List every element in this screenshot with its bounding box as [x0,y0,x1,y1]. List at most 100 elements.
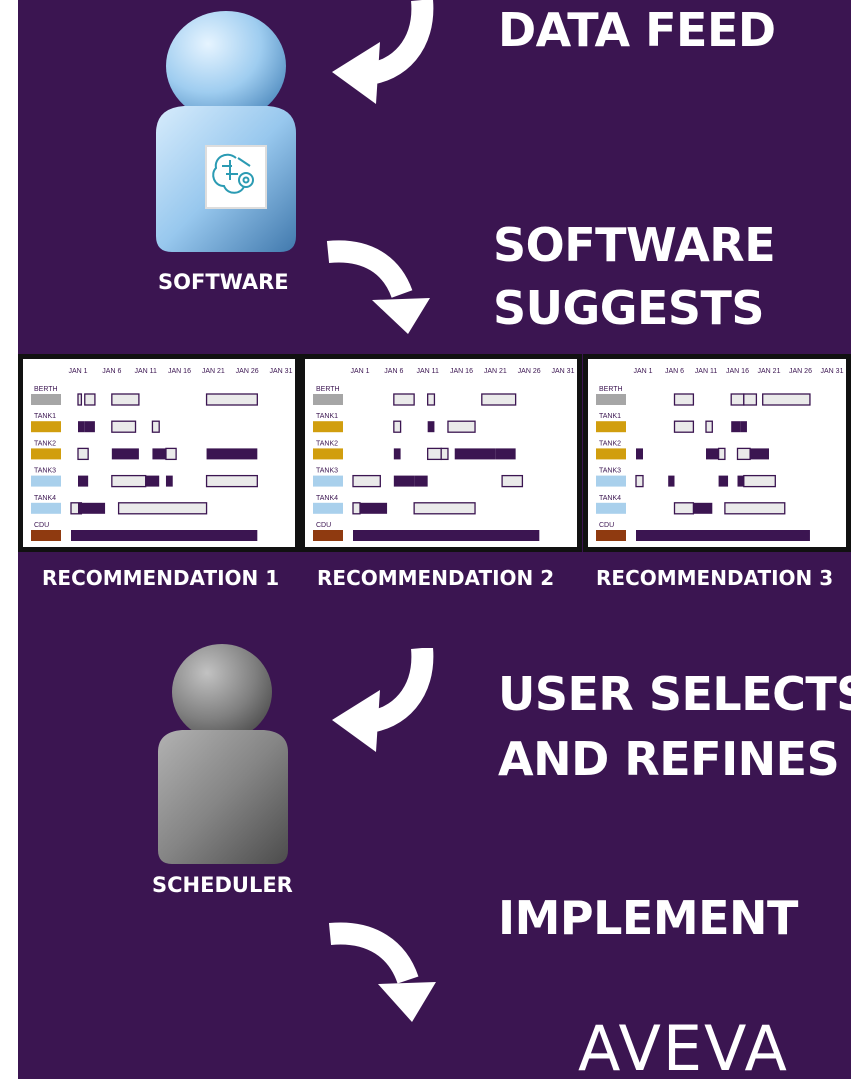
gantt-resource-label: CDU [316,522,331,529]
gantt-resource-swatch [313,530,343,541]
gantt-date-label: JAN 1 [350,368,369,375]
gantt-bar-empty [724,502,786,515]
workflow-canvas: DATA FEED SOFTWA [18,0,851,1079]
gantt-bar-empty [440,447,449,461]
gantt-date-label: JAN 21 [758,368,781,375]
gantt-resource-label: TANK2 [34,440,56,447]
gantt-date-label: JAN 6 [665,368,684,375]
gantt-bar-filled [414,475,428,487]
gantt-resource-swatch [313,502,343,514]
gantt-bar-empty [705,420,713,433]
gantt-date-label: JAN 6 [102,368,121,375]
gantt-bar-empty [111,420,137,433]
gantt-bar-filled [427,421,435,433]
gantt-bar-empty [736,447,751,461]
gantt-bar-empty [481,393,517,406]
gantt-resource-label: TANK1 [316,413,338,420]
arrow-suggest-icon [326,240,430,334]
scheduler-figure-icon [158,644,288,864]
recommendation-label-1: RECOMMENDATION 1 [42,566,280,590]
step-implement: IMPLEMENT [498,891,798,945]
gantt-bar-empty [427,393,436,406]
gantt-bar-empty [151,420,160,433]
gantt-bar-empty [393,393,415,406]
gantt-bar-empty [205,393,258,406]
gantt-resource-swatch [313,394,343,405]
gantt-bar-empty [111,393,140,406]
gantt-bar-empty [673,502,695,515]
gantt-date-label: JAN 31 [270,368,293,375]
gantt-bar-empty [393,420,402,433]
gantt-resource-swatch [596,421,626,433]
step-data-feed: DATA FEED [498,3,776,57]
gantt-resource-swatch [313,421,343,433]
gantt-date-label: JAN 1 [633,368,652,375]
gantt-bar-empty [77,447,89,461]
gantt-resource-label: CDU [599,522,614,529]
gantt-resource-swatch [596,448,626,460]
gantt-bar-filled [111,448,139,460]
gantt-bar-filled [636,448,643,460]
actor-scheduler-label: SCHEDULER [152,873,293,897]
gantt-date-label: JAN 26 [236,368,259,375]
actor-software-label: SOFTWARE [158,270,289,294]
step-software-suggests-line1: SOFTWARE [493,218,776,272]
gantt-date-label: JAN 26 [518,368,541,375]
recommendation-panel-1[interactable]: JAN 1 JAN 6 JAN 11 JAN 16 JAN 21 JAN 26 JAN 31… [18,354,300,552]
step-user-selects-line2: AND REFINES [498,732,840,786]
gantt-resource-label: BERTH [599,386,623,393]
gantt-bar-filled [78,421,85,433]
aveva-logo: AVEVA [578,1012,789,1079]
gantt-bar-empty [673,393,695,406]
gantt-resource-swatch [596,502,626,514]
gantt-date-label: JAN 11 [416,368,439,375]
gantt-date-label: JAN 21 [484,368,507,375]
gantt-bar-filled [84,421,95,433]
gantt-resource-label: TANK3 [316,468,338,475]
gantt-resource-swatch [313,448,343,460]
gantt-bar-filled [360,502,388,514]
gantt-resource-label: CDU [34,522,49,529]
gantt-date-label: JAN 31 [552,368,575,375]
gantt-date-label: JAN 16 [168,368,191,375]
gantt-resource-label: TANK4 [599,495,621,502]
gantt-bar-filled [393,448,401,460]
gantt-resource-swatch [596,530,626,541]
gantt-bar-empty [77,393,83,406]
gantt-resource-swatch [31,448,61,460]
gantt-bar-empty [205,474,258,488]
gantt-bar-filled [495,448,516,460]
gantt-resource-label: TANK3 [599,468,621,475]
gantt-bar-filled [145,475,160,487]
gantt-bar-filled [731,421,741,433]
gantt-bar-filled [353,530,540,541]
gantt-resource-swatch [31,421,61,433]
gantt-resource-swatch [31,502,61,514]
gantt-bar-empty [743,474,776,488]
gantt-resource-label: TANK4 [316,495,338,502]
gantt-bar-empty [762,393,811,406]
arrow-select-icon [332,648,434,752]
gantt-date-label: JAN 11 [134,368,157,375]
gantt-date-label: JAN 16 [450,368,473,375]
gantt-date-label: JAN 26 [789,368,812,375]
gantt-bar-empty [717,447,726,461]
gantt-bar-empty [635,474,644,488]
gantt-bar-filled [206,448,258,460]
gantt-chart-1: JAN 1 JAN 6 JAN 11 JAN 16 JAN 21 JAN 26 JAN 31… [31,368,293,541]
gantt-bar-empty [673,420,695,433]
gantt-resource-label: TANK4 [34,495,56,502]
gantt-date-label: JAN 21 [202,368,225,375]
gantt-bar-filled [750,448,769,460]
gantt-resource-label: TANK2 [599,440,621,447]
recommendation-label-2: RECOMMENDATION 2 [317,566,555,590]
gantt-date-label: JAN 1 [68,368,87,375]
gantt-bar-empty [111,474,147,488]
gantt-resource-swatch [31,475,61,487]
gantt-bar-empty [165,447,177,461]
gantt-bar-empty [84,393,96,406]
